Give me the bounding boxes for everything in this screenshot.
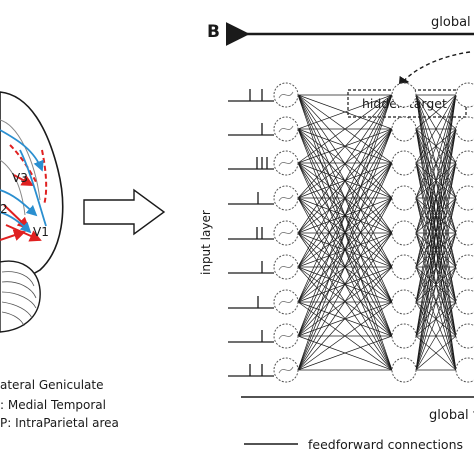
neuron-node: [455, 289, 474, 315]
connection-line: [415, 94, 457, 337]
neuron-node: [455, 82, 474, 108]
connection-line: [415, 232, 457, 371]
neuron-node: [391, 289, 417, 315]
connection-line: [297, 94, 393, 371]
neuron-node: [455, 116, 474, 142]
legend-mt: : Medial Temporal: [0, 398, 106, 412]
area-label-v1: V1: [33, 225, 49, 239]
neuron-curve: [278, 332, 294, 340]
neuron-curve: [278, 91, 294, 99]
connection-line: [415, 128, 457, 371]
neuron-node: [455, 185, 474, 211]
connection-line: [415, 335, 457, 371]
area-label-v3: V3: [12, 171, 28, 185]
connection-line: [297, 232, 393, 371]
feedforward-legend-label: feedforward connections: [308, 437, 463, 452]
global-top-label: global: [431, 15, 471, 30]
global-bottom-label: global f: [429, 408, 474, 423]
neuron-curve: [278, 159, 294, 167]
connection-line: [297, 162, 393, 371]
area-label-v2: 2: [0, 202, 8, 216]
brain-illustration: V3 2 V1: [0, 91, 64, 333]
connection-line: [415, 94, 457, 371]
connection-line: [297, 94, 393, 337]
connection-line: [415, 94, 457, 268]
neuron-node: [391, 357, 417, 383]
connection-line: [415, 94, 457, 164]
neuron-curve: [278, 263, 294, 271]
neuron-node: [455, 220, 474, 246]
connection-line: [297, 94, 393, 303]
feedback-dashed-arrow: [398, 51, 471, 89]
connection-line: [297, 266, 393, 371]
connection-line: [415, 266, 457, 371]
transition-arrow: [83, 188, 166, 236]
neuron-node: [391, 116, 417, 142]
neuron-curve: [278, 298, 294, 306]
connection-line: [297, 94, 393, 234]
cerebellum: [0, 260, 41, 333]
neuron-node: [455, 254, 474, 280]
connection-line: [297, 94, 393, 130]
connection-line: [297, 335, 393, 371]
connection-line: [297, 94, 393, 164]
neuron-node: [391, 254, 417, 280]
legend-lgn: ateral Geniculate: [0, 378, 103, 392]
neuron-node: [391, 150, 417, 176]
neuron-node: [391, 185, 417, 211]
neuron-node: [391, 323, 417, 349]
connection-line: [297, 301, 393, 371]
neuron-curve: [278, 194, 294, 202]
connection-line: [415, 94, 457, 303]
connection-line: [297, 128, 393, 371]
neuron-node: [455, 150, 474, 176]
neuron-curve: [278, 125, 294, 133]
neuron-node: [455, 357, 474, 383]
neuron-node: [391, 82, 417, 108]
legend-ip: P: IntraParietal area: [0, 416, 119, 430]
connection-line: [415, 162, 457, 371]
connection-line: [297, 197, 393, 371]
panel-label-b: B: [207, 22, 220, 42]
neuron-node: [391, 220, 417, 246]
connection-line: [415, 94, 457, 199]
feedback-pathways: [0, 129, 47, 234]
neuron-curve: [278, 229, 294, 237]
neural-network: [228, 82, 474, 383]
connection-line: [415, 94, 457, 234]
input-layer-label: input layer: [199, 210, 213, 275]
connection-line: [415, 94, 457, 130]
connection-line: [297, 94, 393, 199]
connection-line: [415, 301, 457, 371]
neuron-node: [455, 323, 474, 349]
neuron-curve: [278, 366, 294, 374]
connection-line: [297, 94, 393, 268]
connection-line: [415, 197, 457, 371]
